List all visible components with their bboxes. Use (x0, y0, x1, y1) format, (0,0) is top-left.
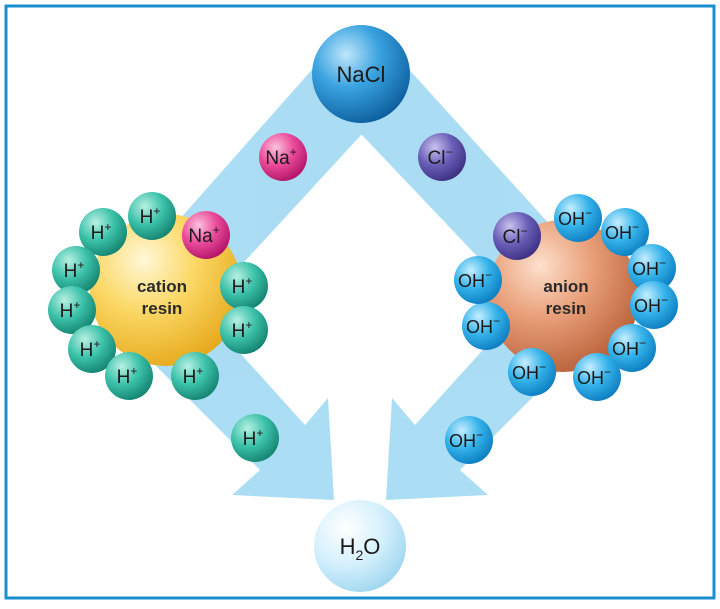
oh-ion: OH− (601, 208, 649, 256)
h-ion-label: H+ (80, 337, 101, 361)
cl-ion-bound: Cl− (493, 212, 541, 260)
ions-layer: H+H+H+H+H+H+H+H+H+Na+Na+Cl−H+OH−Cl−OH−OH… (48, 133, 678, 464)
oh-ion-label: OH− (605, 220, 639, 243)
na-ion-flow: Na+ (259, 133, 307, 181)
oh-ion-flow: OH− (445, 416, 493, 464)
oh-ion-label: OH− (512, 360, 546, 383)
h-ion: H+ (79, 208, 127, 256)
h-ion-label: H+ (232, 274, 253, 298)
h-ion: H+ (171, 352, 219, 400)
oh-ion: OH− (573, 353, 621, 401)
h-ion-label: H+ (140, 204, 161, 228)
h-ion: H+ (52, 246, 100, 294)
h-ion-label: H+ (232, 318, 253, 342)
h2o-label: H2O (340, 534, 381, 563)
h-ion-label: H+ (60, 298, 81, 322)
cl-ion-label: Cl− (503, 224, 528, 248)
oh-ion: OH− (554, 194, 602, 242)
h-ion-label: H+ (91, 220, 112, 244)
h-ion: H+ (48, 286, 96, 334)
oh-ion-label: OH− (634, 293, 668, 316)
oh-ion: OH− (508, 348, 556, 396)
oh-ion: OH− (454, 256, 502, 304)
anion-resin-line2: resin (546, 299, 587, 318)
h-ion: H+ (105, 352, 153, 400)
h2o-molecule: H2O (314, 500, 406, 592)
h-ion-label: H+ (243, 426, 264, 450)
h-ion-label: H+ (64, 258, 85, 282)
cl-ion-flow: Cl− (418, 133, 466, 181)
cation-resin-line2: resin (142, 299, 183, 318)
h-ion: H+ (128, 192, 176, 240)
na-ion-bound: Na+ (182, 211, 230, 259)
h-ion-flow: H+ (231, 414, 279, 462)
nacl-label: NaCl (337, 62, 386, 87)
oh-ion-label: OH− (577, 365, 611, 388)
h-ion-label: H+ (117, 364, 138, 388)
oh-ion: OH− (462, 302, 510, 350)
h-ion: H+ (220, 306, 268, 354)
oh-ion: OH− (608, 324, 656, 372)
h-ion: H+ (220, 262, 268, 310)
cation-resin-line1: cation (137, 277, 187, 296)
nacl-molecule: NaCl (312, 25, 410, 123)
oh-ion-label: OH− (632, 256, 666, 279)
oh-ion-label: OH− (449, 428, 483, 451)
oh-ion: OH− (630, 281, 678, 329)
na-ion-label: Na+ (188, 223, 219, 247)
oh-ion-label: OH− (458, 268, 492, 291)
oh-ion-label: OH− (558, 206, 592, 229)
oh-ion-label: OH− (612, 336, 646, 359)
oh-ion-label: OH− (466, 314, 500, 337)
oh-ion: OH− (628, 244, 676, 292)
h-ion-label: H+ (183, 364, 204, 388)
anion-resin-line1: anion (543, 277, 588, 296)
cl-ion-label: Cl− (428, 145, 453, 169)
h-ion: H+ (68, 325, 116, 373)
na-ion-label: Na+ (265, 145, 296, 169)
